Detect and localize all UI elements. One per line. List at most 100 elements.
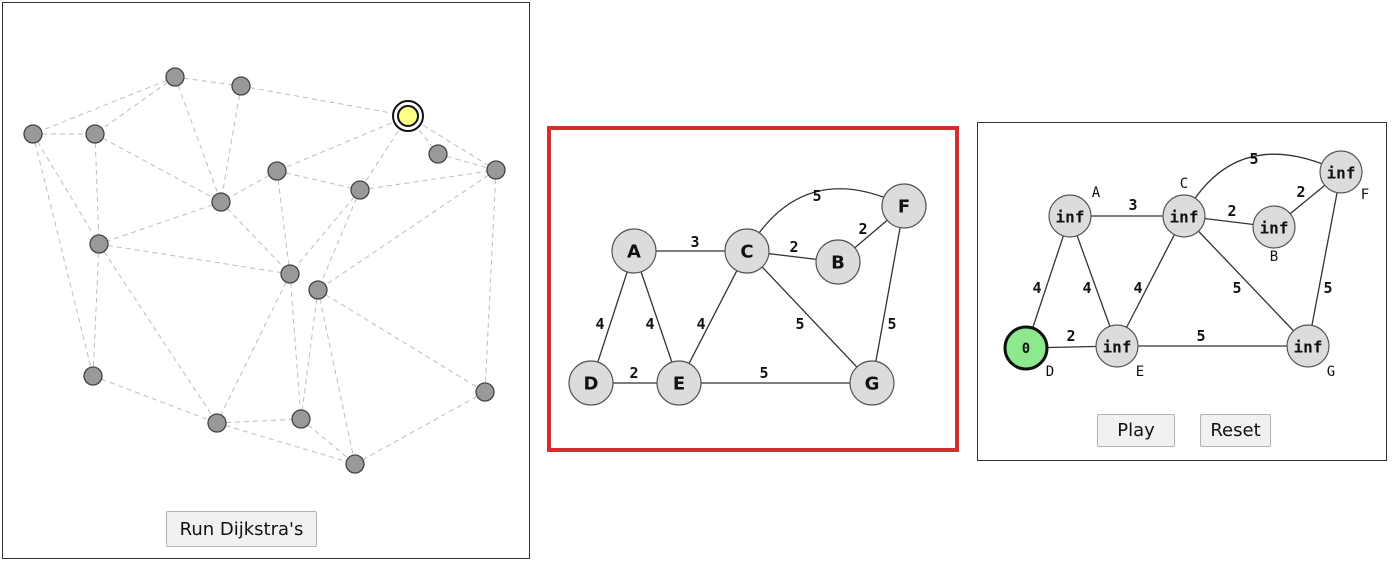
node-B [1252,205,1296,249]
edge-C-F [746,188,905,252]
random-graph-node[interactable] [85,124,105,144]
edge-C-G [1183,215,1309,347]
random-graph-node[interactable] [350,180,370,200]
node-B [815,239,861,285]
random-graph-edge [92,243,100,377]
node-id-F: F [1361,187,1369,203]
edge-weight-label: 5 [795,315,804,333]
random-graph-edge [300,418,356,465]
node-label-E: E [673,374,685,395]
edge-weight-label: 2 [629,364,638,382]
random-graph-edge [354,391,486,465]
random-graph-node[interactable] [267,161,287,181]
random-graph-edge [32,133,100,245]
random-graph-node[interactable] [308,280,328,300]
edge-weight-label: 2 [1296,183,1305,201]
random-graph-edge [289,189,361,275]
random-graph-edge [94,133,100,245]
random-graph-edge [174,76,222,203]
random-graph-edge [289,273,302,420]
edge-weight-label: 2 [789,238,798,256]
edge-F-G [1307,171,1342,347]
random-graph-node[interactable] [231,76,251,96]
random-graph-edge [94,133,222,203]
random-graph-edge [32,76,176,135]
node-A [1048,194,1092,238]
node-distance-F: inf [1327,164,1356,183]
node-A [611,228,657,274]
edge-weight-label: 3 [690,233,699,251]
edge-weight-label: 5 [1323,279,1332,297]
node-label-B: B [831,253,845,274]
edge-A-D [590,250,635,384]
edge-C-E [678,250,748,384]
random-graph-edge [98,243,218,424]
random-graph-node[interactable] [475,382,495,402]
edge-C-G [746,250,873,384]
random-graph-edge [300,289,319,420]
node-label-F: F [898,197,910,218]
node-id-A: A [1092,185,1101,201]
random-graph-edge [174,76,242,87]
random-graph-node[interactable] [345,454,365,474]
edge-weight-label: 4 [1133,279,1142,297]
random-graph-node[interactable] [280,264,300,284]
run-dijkstra-button[interactable]: Run Dijkstra's [166,511,317,547]
random-graph-node[interactable] [486,160,506,180]
reset-button[interactable]: Reset [1200,414,1271,447]
node-id-C: C [1180,176,1188,192]
node-distance-E: inf [1103,338,1132,357]
edge-weight-label: 4 [595,315,604,333]
edge-A-D [1025,215,1071,349]
random-graph-edge [484,169,497,393]
random-graph-edge [317,289,486,393]
random-graph-edge [220,170,278,203]
node-C [1162,194,1206,238]
node-id-D: D [1046,364,1054,380]
node-F [881,183,927,229]
random-graph-edge [276,115,409,172]
random-graph-edge [94,76,176,135]
random-graph-node[interactable] [291,409,311,429]
random-graph-edge [359,115,409,191]
random-graph-node[interactable] [23,124,43,144]
random-graph-canvas[interactable] [3,3,529,558]
edge-A-E [633,250,680,384]
edge-weight-label: 4 [645,315,654,333]
node-distance-G: inf [1294,338,1323,357]
random-graph-edge [437,153,497,171]
node-E [656,360,702,406]
random-graph-node[interactable] [83,366,103,386]
random-graph-edge [276,170,361,191]
play-button[interactable]: Play [1097,414,1175,447]
selected-node[interactable] [397,105,419,127]
edge-weight-label: 5 [887,315,896,333]
random-graph-node[interactable] [428,144,448,164]
random-graph-edge [98,243,291,275]
random-graph-node[interactable] [89,234,109,254]
edge-weight-label: 2 [1227,202,1236,220]
random-graph-edge [317,169,497,291]
random-graph-node[interactable] [165,67,185,87]
edge-weight-label: 4 [696,315,705,333]
edge-weight-label: 2 [858,220,867,238]
random-graph-node[interactable] [211,192,231,212]
edge-weight-label: 2 [1066,327,1075,345]
random-graph-edge [240,85,409,117]
random-graph-edge [220,85,242,203]
edge-weight-label: 5 [1232,279,1241,297]
node-distance-A: inf [1056,208,1085,227]
node-label-D: D [584,374,599,395]
node-id-G: G [1327,364,1335,380]
random-graph-edge [317,289,356,465]
node-C [724,228,770,274]
node-E [1095,324,1139,368]
node-D [568,360,614,406]
random-graph-edge [98,201,222,245]
random-graph-node[interactable] [207,413,227,433]
edge-F-G [871,205,905,384]
edge-weight-label: 5 [812,187,821,205]
